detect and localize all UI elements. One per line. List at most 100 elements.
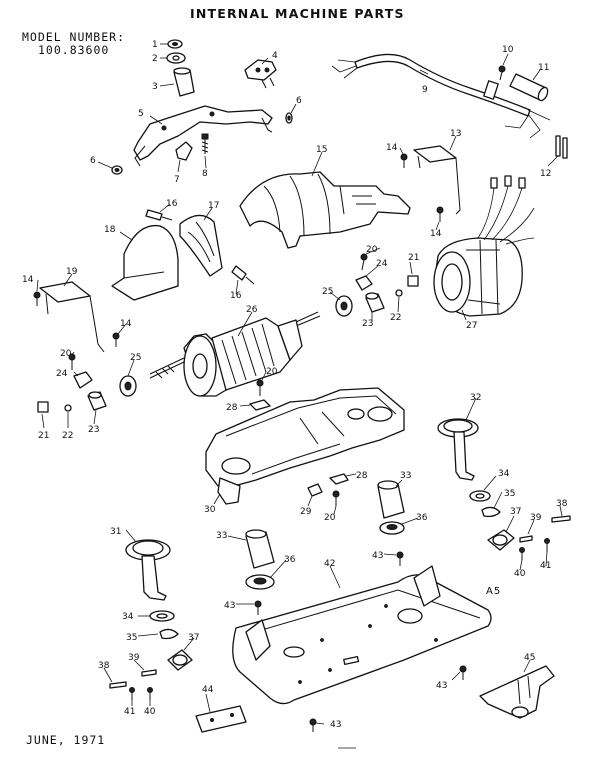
callout-43-right: 43 — [436, 681, 447, 691]
part-33-bearing-right — [377, 480, 405, 519]
callout-4: 4 — [272, 51, 278, 61]
callout-38-right: 38 — [556, 499, 568, 509]
part-10-screw — [498, 65, 506, 81]
part-14-screw-b — [436, 206, 444, 222]
callout-28-top: 28 — [226, 403, 238, 413]
part-21-block-left — [37, 401, 49, 413]
part-44-plate — [195, 705, 247, 733]
leader-lines — [36, 43, 563, 749]
part-43-screw-d — [309, 718, 317, 732]
callout-41-right: 41 — [540, 561, 551, 571]
part-6-screw-right — [285, 112, 293, 124]
callout-20-right: 20 — [366, 245, 378, 255]
part-14-screw-d — [112, 332, 120, 347]
part-36-bearing-left — [245, 574, 275, 590]
callout-22-right: 22 — [390, 313, 401, 323]
callout-44: 44 — [202, 685, 214, 695]
callout-16-bottom: 16 — [230, 291, 242, 301]
part-38-pin-right — [551, 515, 571, 523]
callout-10: 10 — [502, 45, 514, 55]
part-25-bearing-left — [119, 375, 137, 397]
part-35-retainer-left — [159, 628, 179, 640]
part-18-fan-base — [111, 224, 179, 301]
callout-2: 2 — [152, 54, 158, 64]
callout-15: 15 — [316, 145, 327, 155]
part-43-screw-a — [396, 551, 404, 566]
part-5-top-bracket — [133, 105, 273, 167]
part-23-bearing-right — [365, 292, 385, 313]
callout-28-bottom: 28 — [356, 471, 368, 481]
callout-23-right: 23 — [362, 319, 373, 329]
part-39-pin-left — [141, 669, 157, 677]
part-17-fan-guard — [179, 214, 223, 277]
callout-43-left: 43 — [224, 601, 235, 611]
callout-25-right: 25 — [322, 287, 333, 297]
part-32-gear — [437, 418, 479, 481]
part-9-power-cord — [331, 53, 551, 139]
callout-40-left: 40 — [144, 707, 156, 717]
diagram-title: INTERNAL MACHINE PARTS — [190, 6, 405, 21]
part-26-armature — [149, 311, 321, 397]
callout-45: 45 — [524, 653, 535, 663]
callout-12: 12 — [540, 169, 551, 179]
callout-17: 17 — [208, 201, 219, 211]
part-4-bracket — [244, 59, 277, 89]
callout-25-left: 25 — [130, 353, 141, 363]
part-21-block-right — [407, 275, 419, 287]
callout-7: 7 — [174, 175, 180, 185]
issue-date: JUNE, 1971 — [26, 733, 106, 747]
part-25-bearing-right — [335, 295, 353, 317]
part-43-screw-b — [254, 600, 262, 615]
part-29-nut — [307, 483, 323, 497]
callout-13: 13 — [450, 129, 461, 139]
callout-9: 9 — [422, 85, 428, 95]
callout-24-left: 24 — [56, 369, 68, 379]
part-39-pin-right — [519, 535, 533, 543]
callout-5: 5 — [138, 109, 144, 119]
callout-36-left: 36 — [284, 555, 296, 565]
callout-21-left: 21 — [38, 431, 49, 441]
callout-18: 18 — [104, 225, 116, 235]
part-43-screw-c — [459, 665, 467, 680]
part-41-screw-left — [129, 687, 135, 700]
callout-22-left: 22 — [62, 431, 73, 441]
callout-33-left: 33 — [216, 531, 227, 541]
callout-38-left: 38 — [98, 661, 110, 671]
callout-35-right: 35 — [504, 489, 515, 499]
part-20-screw-right — [360, 253, 368, 271]
part-24-clip-left — [73, 371, 93, 389]
callout-numbers: 1 2 3 4 5 6 6 7 8 9 10 11 12 13 14 14 14… — [22, 40, 568, 730]
callout-37-left: 37 — [188, 633, 199, 643]
callout-27: 27 — [466, 321, 477, 331]
callout-36-right: 36 — [416, 513, 428, 523]
callout-14-lower: 14 — [120, 319, 132, 329]
model-number-value: 100.83600 — [38, 43, 110, 57]
part-42-base-plate — [232, 565, 492, 705]
part-13-brush-holder — [413, 145, 461, 215]
part-12-terminals — [555, 135, 568, 159]
part-34-washer-left — [149, 610, 175, 622]
part-41-screw-right — [544, 538, 550, 552]
part-33-bearing-left — [245, 529, 275, 569]
model-number-label: MODEL NUMBER: — [22, 30, 126, 44]
callout-26: 26 — [246, 305, 258, 315]
part-22-washer-left — [64, 404, 72, 412]
part-1-nut — [167, 39, 183, 49]
callout-6-left: 6 — [90, 156, 96, 166]
callout-41-left: 41 — [124, 707, 135, 717]
callout-6-right: 6 — [296, 96, 302, 106]
sheet-code: A5 — [486, 586, 502, 597]
part-38-pin-left — [109, 681, 127, 689]
part-27-field-coil — [433, 175, 535, 317]
part-14-screw-a — [400, 153, 408, 168]
callout-20-mid: 20 — [266, 367, 278, 377]
callout-43-top: 43 — [372, 551, 383, 561]
part-15-fan-housing — [239, 171, 411, 249]
callout-23-left: 23 — [88, 425, 99, 435]
callout-3: 3 — [152, 82, 158, 92]
part-14-screw-c — [33, 291, 41, 306]
part-40-screw-left — [147, 687, 153, 700]
callout-39-left: 39 — [128, 653, 140, 663]
part-28-screw-a — [249, 399, 271, 411]
